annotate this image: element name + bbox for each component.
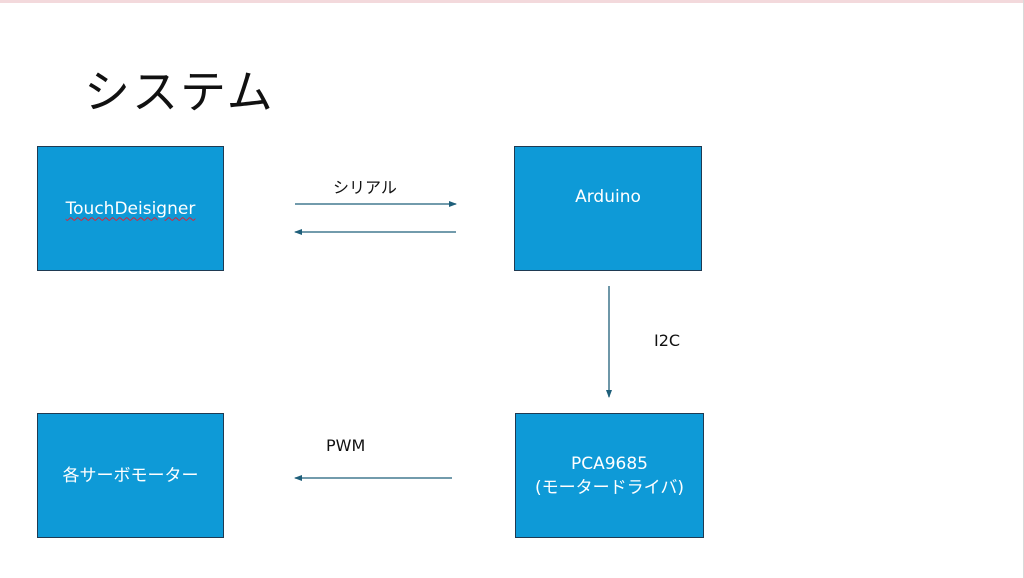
slide-title: システム [84,65,275,119]
node-arduino-label: Arduino [575,187,641,207]
edge-label-serial: シリアル [333,178,397,197]
node-touchdesigner: TouchDeisigner [37,146,224,271]
node-pca9685-label-line1: PCA9685 [570,453,648,474]
top-border [0,0,1024,3]
edge-label-pwm: PWM [326,436,366,455]
node-touchdesigner-label: TouchDeisigner [65,198,196,219]
node-servos: 各サーボモーター [37,413,224,538]
node-pca9685: PCA9685 (モータードライバ) [515,413,704,538]
node-servos-label: 各サーボモーター [62,465,199,486]
node-pca9685-label-line2: (モータードライバ) [535,477,684,498]
edge-label-i2c: I2C [654,331,681,350]
node-arduino: Arduino [514,146,702,271]
